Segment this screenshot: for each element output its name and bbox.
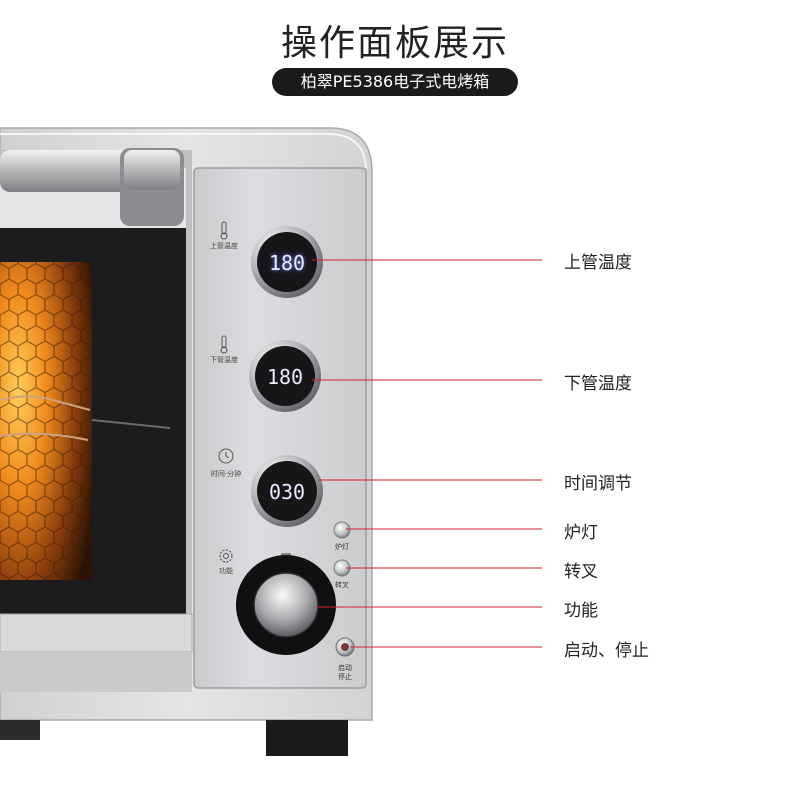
start-stop-label: 启动停止: [338, 663, 352, 681]
timer-display: 030: [269, 480, 305, 504]
knob3-icon-label: 时间·分钟: [211, 469, 241, 478]
page-title: 操作面板展示: [280, 23, 509, 64]
thermometer-icon: [220, 221, 228, 240]
rotisserie-button-label: 转叉: [335, 580, 349, 589]
stop-label-line: 停止: [338, 672, 352, 681]
knob2-icon-label: 下管温度: [210, 355, 238, 364]
bottom-temp-display: 180: [267, 365, 303, 389]
callout-lamp: 炉灯: [564, 523, 598, 543]
clock-icon: [218, 448, 234, 464]
lamp-button[interactable]: [333, 521, 351, 539]
thermometer-icon: [220, 335, 228, 354]
top-temp-knob[interactable]: 180: [251, 226, 323, 298]
callout-bottom-temp: 下管温度: [564, 374, 632, 394]
timer-knob[interactable]: 030: [251, 455, 323, 527]
subtitle-pill: 柏翠PE5386电子式电烤箱: [272, 68, 518, 96]
callout-start-stop: 启动、停止: [564, 641, 649, 661]
callout-timer: 时间调节: [564, 474, 632, 494]
knob1-icon-label: 上管温度: [210, 241, 238, 250]
callout-top-temp: 上管温度: [564, 253, 632, 273]
gear-icon: [219, 549, 233, 563]
function-knob[interactable]: [236, 555, 336, 655]
callout-lines: [312, 259, 542, 648]
callout-rotisserie: 转叉: [564, 562, 598, 582]
start-label-line: 启动: [338, 663, 352, 672]
lamp-button-label: 炉灯: [335, 542, 349, 551]
callout-function: 功能: [564, 601, 598, 621]
function-icon-label: 功能: [219, 566, 233, 575]
bottom-temp-knob[interactable]: 180: [249, 340, 321, 412]
top-temp-display: 180: [269, 251, 305, 275]
